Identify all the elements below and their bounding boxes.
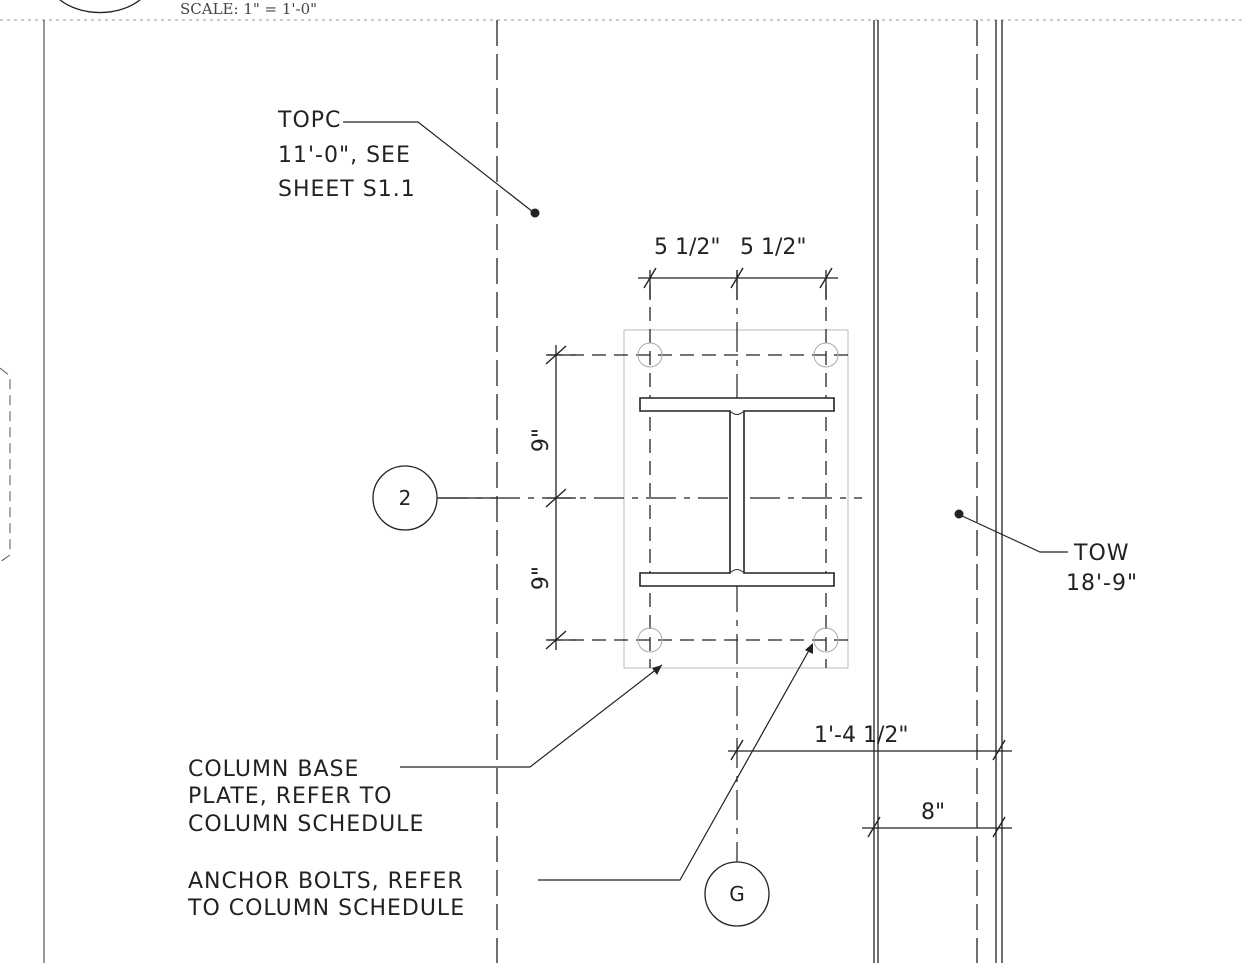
- anchor-bolt: [637, 342, 663, 368]
- note-base-plate: COLUMN BASE PLATE, REFER TO COLUMN SCHED…: [188, 757, 424, 837]
- grid-bubble-g: [704, 861, 770, 927]
- dim-vertical-lower: 9": [529, 566, 554, 590]
- top-dimension-string: [638, 267, 838, 300]
- left-edge-bracket: [0, 367, 11, 563]
- anchor-bolts: [637, 342, 839, 653]
- leader-topc: [343, 121, 534, 213]
- column-fillets: [729, 410, 745, 574]
- svg-text:COLUMN BASE: COLUMN BASE: [188, 757, 359, 782]
- scale-label: SCALE: 1" = 1'-0": [180, 0, 317, 18]
- dim-top-right: 5 1/2": [740, 235, 807, 260]
- svg-text:COLUMN SCHEDULE: COLUMN SCHEDULE: [188, 812, 424, 837]
- svg-text:TOW: TOW: [1073, 541, 1130, 566]
- leader-arrow-base-plate: [652, 665, 662, 675]
- vertical-dimension-string: [545, 345, 576, 650]
- dimension-wall-thickness: [862, 816, 1012, 838]
- dim-vertical-upper: 9": [529, 428, 554, 452]
- note-topc: TOPC 11'-0", SEE SHEET S1.1: [277, 108, 416, 202]
- wide-flange-column: [639, 397, 835, 587]
- leader-dot-tow: [954, 509, 964, 519]
- detail-title-bubble: [59, 0, 141, 14]
- dim-wall-thickness: 8": [921, 800, 945, 825]
- grid-label-2: 2: [399, 486, 412, 510]
- svg-text:18'-9": 18'-9": [1066, 571, 1138, 596]
- dim-top-left: 5 1/2": [654, 235, 721, 260]
- note-anchor-bolts: ANCHOR BOLTS, REFER TO COLUMN SCHEDULE: [187, 869, 465, 921]
- svg-text:11'-0", SEE: 11'-0", SEE: [278, 143, 411, 168]
- svg-text:TO COLUMN SCHEDULE: TO COLUMN SCHEDULE: [187, 896, 465, 921]
- note-tow: TOW 18'-9": [1066, 541, 1138, 596]
- dim-to-wall: 1'-4 1/2": [814, 723, 909, 748]
- leader-dot-topc: [530, 208, 540, 218]
- svg-text:TOPC: TOPC: [277, 108, 341, 133]
- grid-label-g: G: [729, 882, 745, 906]
- leader-tow: [959, 514, 1068, 553]
- anchor-bolt: [813, 342, 839, 368]
- svg-text:PLATE, REFER TO: PLATE, REFER TO: [188, 784, 392, 809]
- anchor-bolt: [813, 627, 839, 653]
- leader-anchor-bolts: [538, 644, 813, 881]
- dimension-to-wall: [728, 739, 1012, 761]
- leader-arrow-anchor-bolts: [805, 643, 813, 654]
- leader-base-plate: [400, 664, 663, 768]
- svg-text:SHEET S1.1: SHEET S1.1: [278, 177, 416, 202]
- base-plate-outline: [623, 329, 849, 669]
- anchor-bolt: [637, 627, 663, 653]
- svg-text:ANCHOR BOLTS, REFER: ANCHOR BOLTS, REFER: [188, 869, 464, 894]
